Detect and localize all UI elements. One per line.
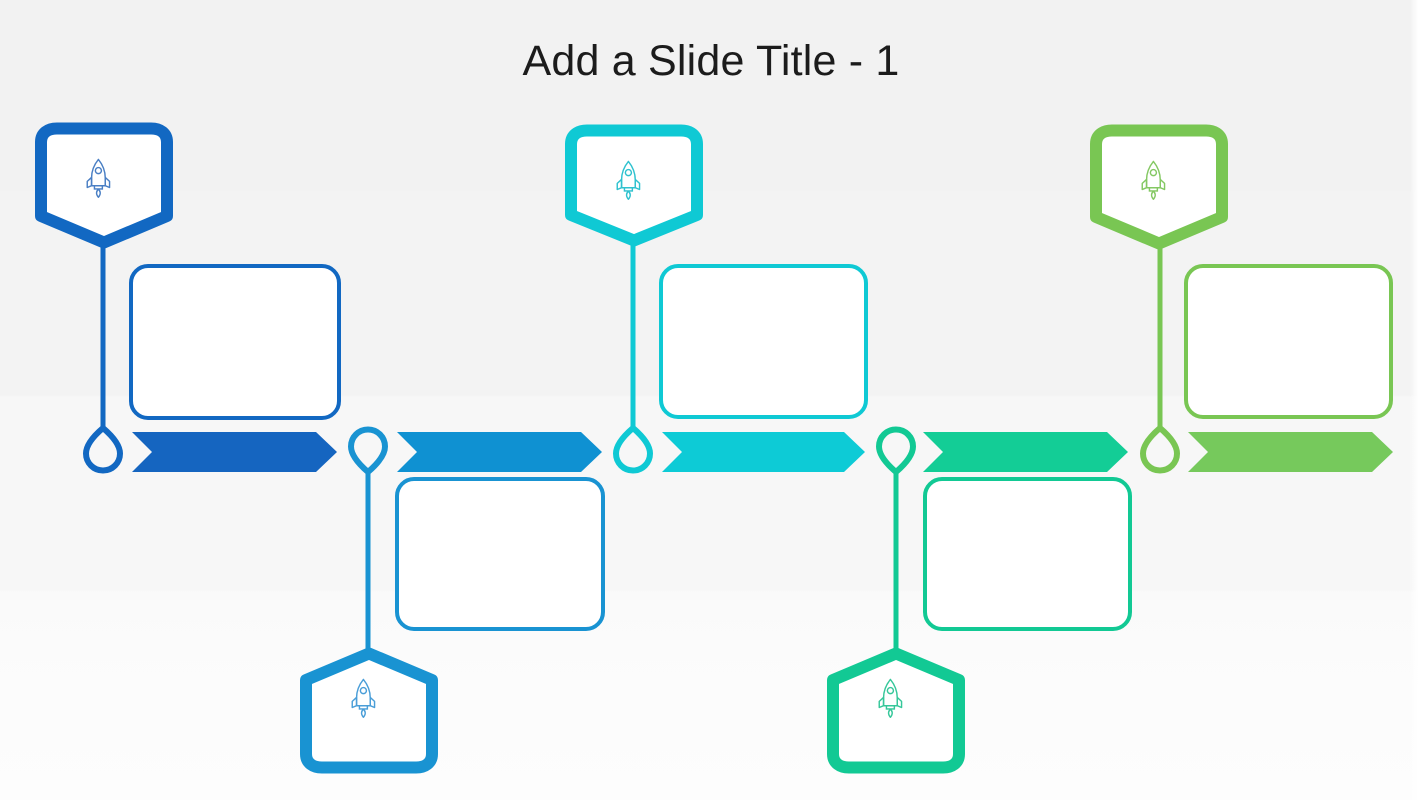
node-3-textbox[interactable] xyxy=(659,264,868,419)
marker-3[interactable] xyxy=(612,424,654,474)
node-3-group xyxy=(565,124,868,474)
arrow-4[interactable] xyxy=(923,432,1128,472)
node-5-textbox[interactable] xyxy=(1184,264,1393,419)
arrow-2[interactable] xyxy=(397,432,602,472)
node-4-badge[interactable] xyxy=(827,647,965,774)
node-2-badge[interactable] xyxy=(300,647,438,774)
node-2-group xyxy=(300,426,605,774)
node-5-group xyxy=(1090,124,1393,474)
marker-5[interactable] xyxy=(1139,424,1181,474)
node-5-text-area[interactable] xyxy=(1186,266,1391,417)
page-title[interactable]: Add a Slide Title - 1 xyxy=(522,37,900,85)
arrow-1[interactable] xyxy=(132,432,337,472)
node-2-text-area[interactable] xyxy=(397,479,603,629)
node-3-badge[interactable] xyxy=(565,124,703,247)
node-4-textbox[interactable] xyxy=(923,477,1132,631)
marker-2[interactable] xyxy=(347,426,389,476)
node-1-textbox[interactable] xyxy=(129,264,341,420)
arrow-5[interactable] xyxy=(1188,432,1393,472)
arrow-3[interactable] xyxy=(662,432,865,472)
timeline-arrows xyxy=(132,432,1393,472)
marker-1[interactable] xyxy=(82,424,124,474)
node-1-text-area[interactable] xyxy=(131,266,339,418)
marker-4[interactable] xyxy=(875,426,917,476)
node-3-text-area[interactable] xyxy=(661,266,866,417)
node-4-text-area[interactable] xyxy=(925,479,1130,629)
node-2-textbox[interactable] xyxy=(395,477,605,631)
node-4-group xyxy=(827,426,1132,774)
node-1-group xyxy=(35,122,341,474)
